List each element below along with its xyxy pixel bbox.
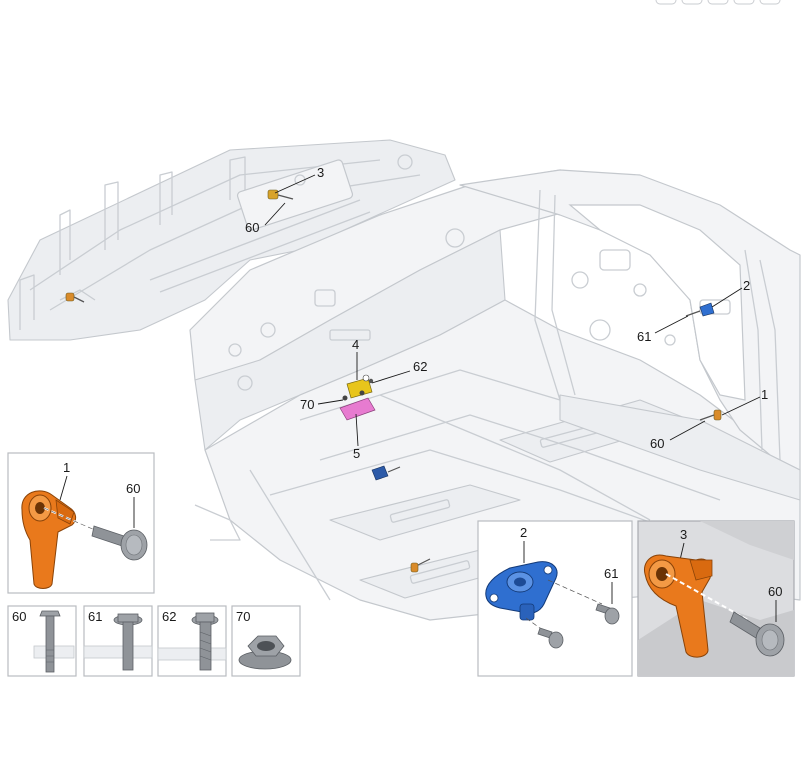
callout-1-right: 1: [761, 387, 768, 402]
callout-leaders: [264, 174, 761, 447]
bolt-61-image-upper: [595, 603, 620, 625]
panel-sensor-2-bolt-label: 61: [604, 566, 618, 581]
sensor-2-image: [485, 561, 603, 635]
detail-panel-sensor-2: 2 61: [477, 520, 633, 677]
bolt-60-image-panel3: [729, 611, 785, 657]
callout-60-top: 60: [245, 220, 259, 235]
callout-labels: 3 60 2 61 1 60 4 62 70 5: [245, 165, 768, 461]
hardware-panel-bolt-61: 61: [83, 605, 153, 677]
panel-sensor-2-part-label: 2: [520, 525, 527, 540]
hardware-61-label: 61: [88, 609, 102, 624]
callout-62: 62: [413, 359, 427, 374]
sensor-3-image: [643, 554, 749, 658]
hardware-panel-bolt-62: 62: [157, 605, 227, 677]
bracket-assembly-installed: [339, 374, 376, 421]
installed-parts: [65, 189, 722, 573]
callout-2-right: 2: [743, 278, 750, 293]
hardware-70-label: 70: [236, 609, 250, 624]
detail-panel-sensor-3: 3 60: [637, 520, 795, 677]
sensor-1-installed: [699, 409, 722, 421]
callout-4: 4: [352, 337, 359, 352]
callout-3-top: 3: [317, 165, 324, 180]
hardware-panel-bolt-60: 60: [7, 605, 77, 677]
front-left-sensor-installed: [65, 292, 85, 303]
panel-sensor-1-part-label: 1: [63, 460, 70, 475]
panel-sensor-3-part-label: 3: [680, 527, 687, 542]
tunnel-bracket-installed: [371, 465, 401, 481]
bolt-60-image: [91, 525, 148, 561]
sensor-2-installed: [685, 302, 715, 317]
toolbar-remnant: [655, 0, 781, 5]
callout-60-right: 60: [650, 436, 664, 451]
callout-70: 70: [300, 397, 314, 412]
panel-sensor-1-bolt-label: 60: [126, 481, 140, 496]
callout-61-right: 61: [637, 329, 651, 344]
bolt-61-image-lower: [537, 627, 564, 649]
sensor-1-image: [21, 490, 119, 589]
floor-sensor-installed: [410, 558, 431, 573]
hardware-62-label: 62: [162, 609, 176, 624]
panel-sensor-3-bolt-label: 60: [768, 584, 782, 599]
hardware-60-label: 60: [12, 609, 26, 624]
detail-panel-sensor-1: 1 60: [7, 452, 155, 594]
hardware-panel-nut-70: 70: [231, 605, 301, 677]
sensor-3-installed: [267, 189, 294, 200]
callout-5: 5: [353, 446, 360, 461]
